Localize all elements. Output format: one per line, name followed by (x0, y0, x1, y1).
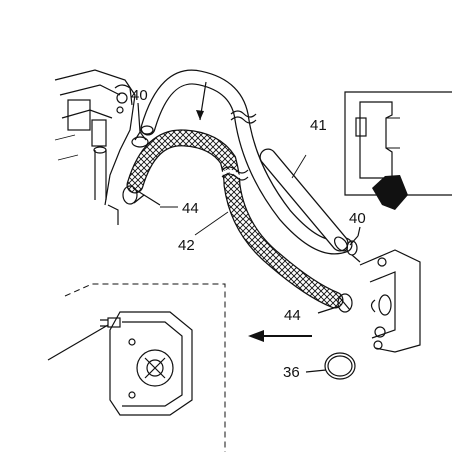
clamp-44-lower (317, 293, 353, 314)
hose-41 (259, 148, 349, 252)
callout-40-top: 40 (131, 87, 148, 104)
callout-44-lower: 44 (284, 307, 301, 324)
pointer-arrow (196, 81, 207, 121)
detail-dashed-frame (64, 283, 226, 452)
carburetor-body (47, 311, 193, 416)
callout-41: 41 (310, 117, 327, 134)
callout-40-right: 40 (349, 210, 366, 227)
callout-36: 36 (283, 364, 300, 381)
clamp-40-top (131, 102, 149, 148)
clamp-40-right (346, 226, 361, 263)
inset-frame (344, 91, 452, 210)
braided-hose-42 (126, 129, 344, 309)
clamp-44-upper (122, 185, 161, 206)
leader-lines (160, 206, 229, 236)
direction-arrow (248, 330, 312, 342)
fuel-pump-bracket (359, 249, 421, 353)
o-ring-36 (305, 352, 356, 380)
engine-assembly (54, 69, 136, 225)
fuel-hose-upper (140, 69, 353, 255)
callout-42: 42 (178, 237, 195, 254)
callout-44-upper: 44 (182, 200, 199, 217)
